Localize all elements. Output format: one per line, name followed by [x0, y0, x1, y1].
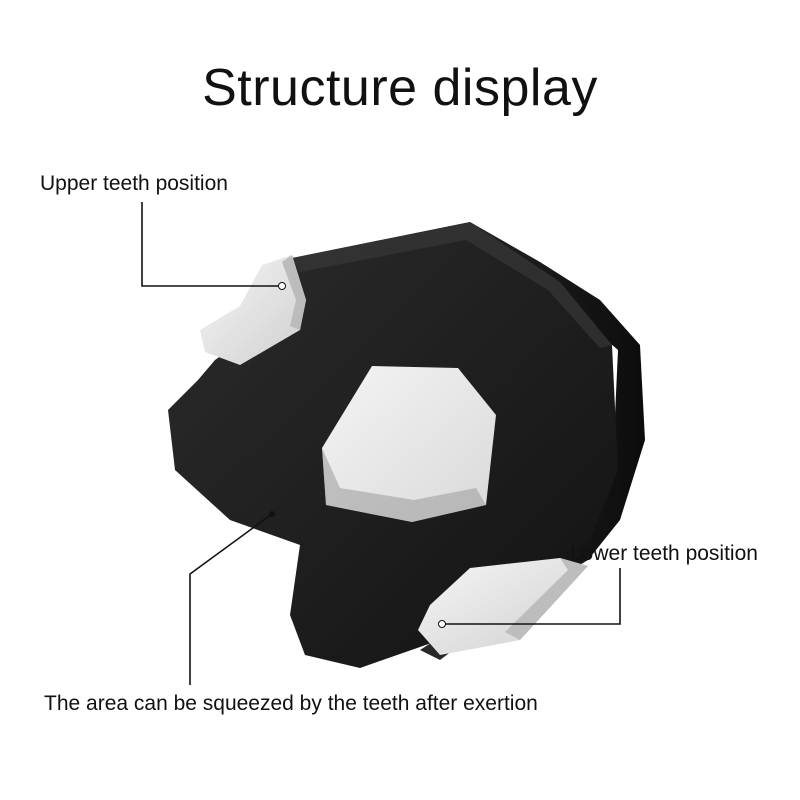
upper-leader-dot [278, 282, 286, 290]
upper-teeth-tab-edge [282, 255, 306, 330]
upper-teeth-label: Upper teeth position [40, 172, 228, 195]
upper-teeth-tab [200, 255, 306, 365]
hex-hole-shadow [322, 448, 486, 522]
lower-leader-dot [438, 620, 446, 628]
squeeze-leader-dot [269, 511, 275, 517]
hex-hole [322, 366, 496, 522]
page-title: Structure display [202, 59, 598, 117]
upper-leader-line [141, 202, 282, 287]
lower-teeth-tab [418, 558, 588, 655]
lower-teeth-label: Lower teeth position [570, 542, 758, 565]
lower-teeth-tab-edge [505, 558, 588, 640]
squeeze-area-label: The area can be squeezed by the teeth af… [44, 692, 538, 715]
block-side [420, 222, 645, 660]
block-ridge [292, 222, 612, 348]
squeeze-leader-line [189, 513, 273, 685]
lower-leader-line [442, 568, 621, 625]
